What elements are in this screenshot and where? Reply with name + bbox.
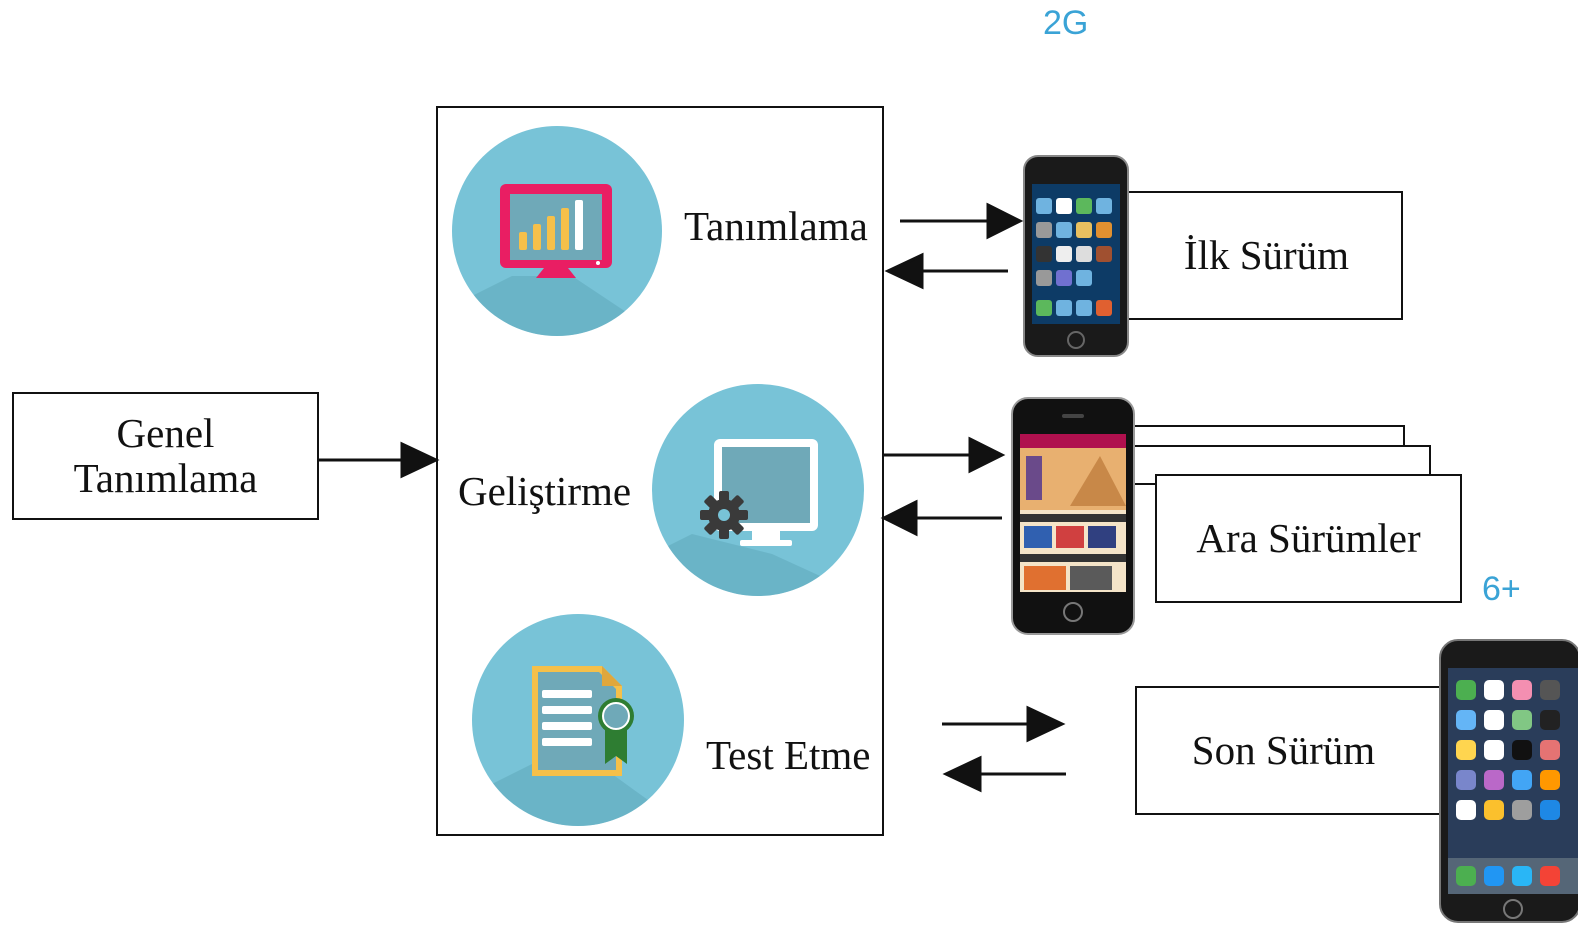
input-label-line2: Tanımlama [73,455,258,501]
chart-monitor-icon [452,184,662,336]
model-final-label: 6+ [1482,570,1521,608]
release-first-box: İlk Sürüm [1090,191,1403,320]
release-final-box: Son Sürüm [1135,686,1452,815]
phone-intermediate-image [1011,397,1135,635]
stage-test-label: Test Etme [706,732,871,778]
release-first-label: İlk Sürüm [1183,231,1350,278]
input-label-line1: Genel [116,409,215,456]
release-intermediate-box: Ara Sürümler [1155,474,1462,603]
test-circle [472,614,684,826]
stage-develop-label: Geliştirme [458,468,632,514]
input-box-general-definition: Genel Tanımlama [12,392,319,520]
release-intermediate-label: Ara Sürümler [1196,514,1421,561]
phone-final-image [1439,639,1578,923]
model-first-label: 2G [1043,4,1089,42]
phone-first-image [1023,155,1129,357]
develop-circle [652,384,864,596]
computer-settings-icon [652,439,864,596]
certificate-icon [472,666,684,826]
define-circle [452,126,662,336]
stage-define-label: Tanımlama [684,203,868,249]
release-final-label: Son Sürüm [1191,726,1376,773]
